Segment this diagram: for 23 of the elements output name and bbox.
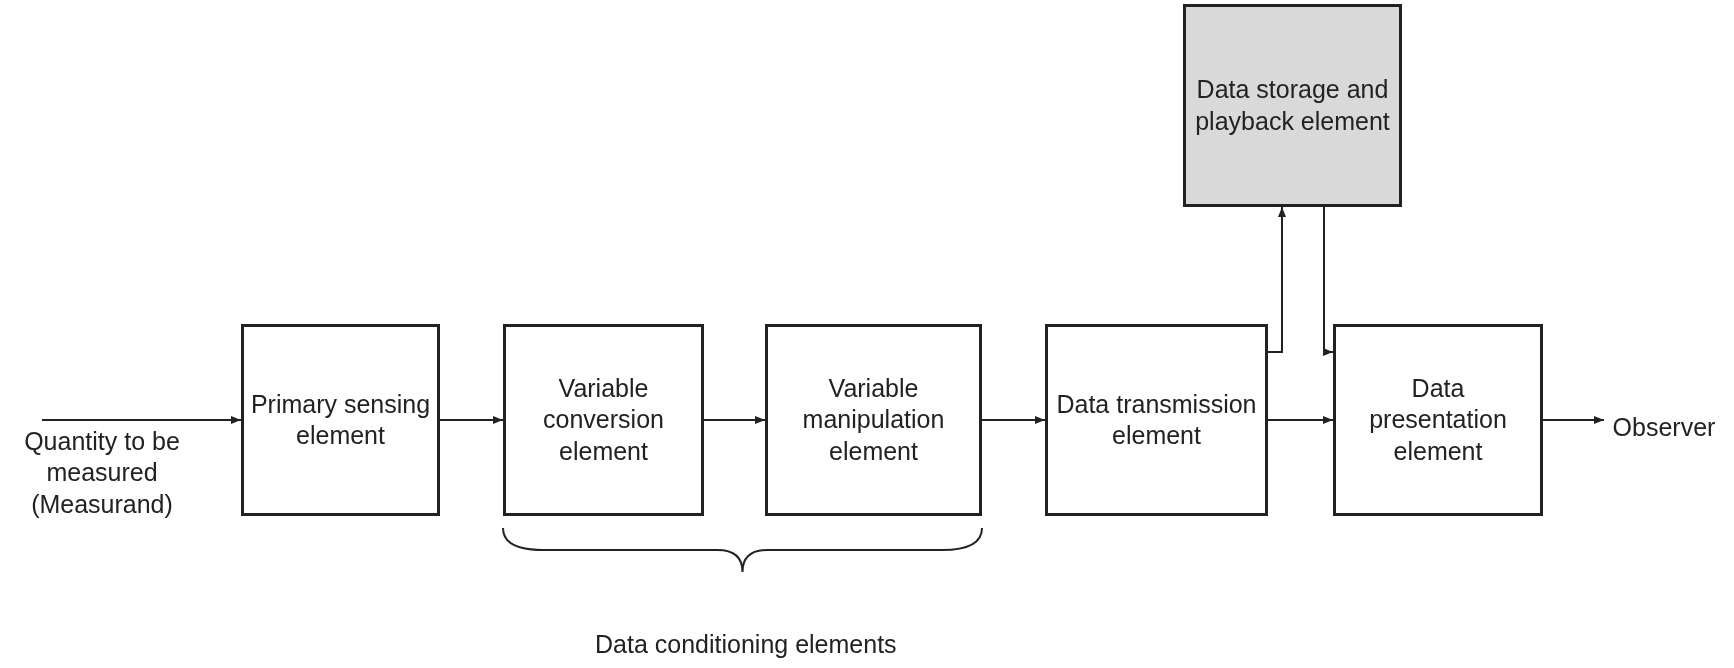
node-label: Observer [1612, 412, 1716, 444]
arrow [1542, 416, 1605, 424]
box-label: Primary sensing element [250, 388, 431, 451]
node-label: Quantity to be measured (Measurand) [23, 426, 181, 520]
process-box [1333, 324, 1543, 516]
arrow [1267, 416, 1334, 424]
process-box [1045, 324, 1268, 516]
arrow [439, 416, 504, 424]
arrow [41, 416, 242, 424]
box-label: Variable manipulation element [801, 373, 946, 467]
arrow [1267, 206, 1286, 353]
box-label: Data presentation element [1368, 373, 1508, 467]
process-box [241, 324, 440, 516]
arrow [981, 416, 1046, 424]
box-label: Data transmission element [1055, 388, 1258, 451]
box-label: Data storage and playback element [1194, 74, 1391, 137]
box-label: Variable conversion element [542, 373, 665, 467]
arrow [1323, 206, 1334, 356]
arrow [703, 416, 766, 424]
process-box [765, 324, 982, 516]
process-box [503, 324, 704, 516]
group-label: Data conditioning elements [595, 630, 897, 659]
storage-box [1183, 4, 1402, 207]
